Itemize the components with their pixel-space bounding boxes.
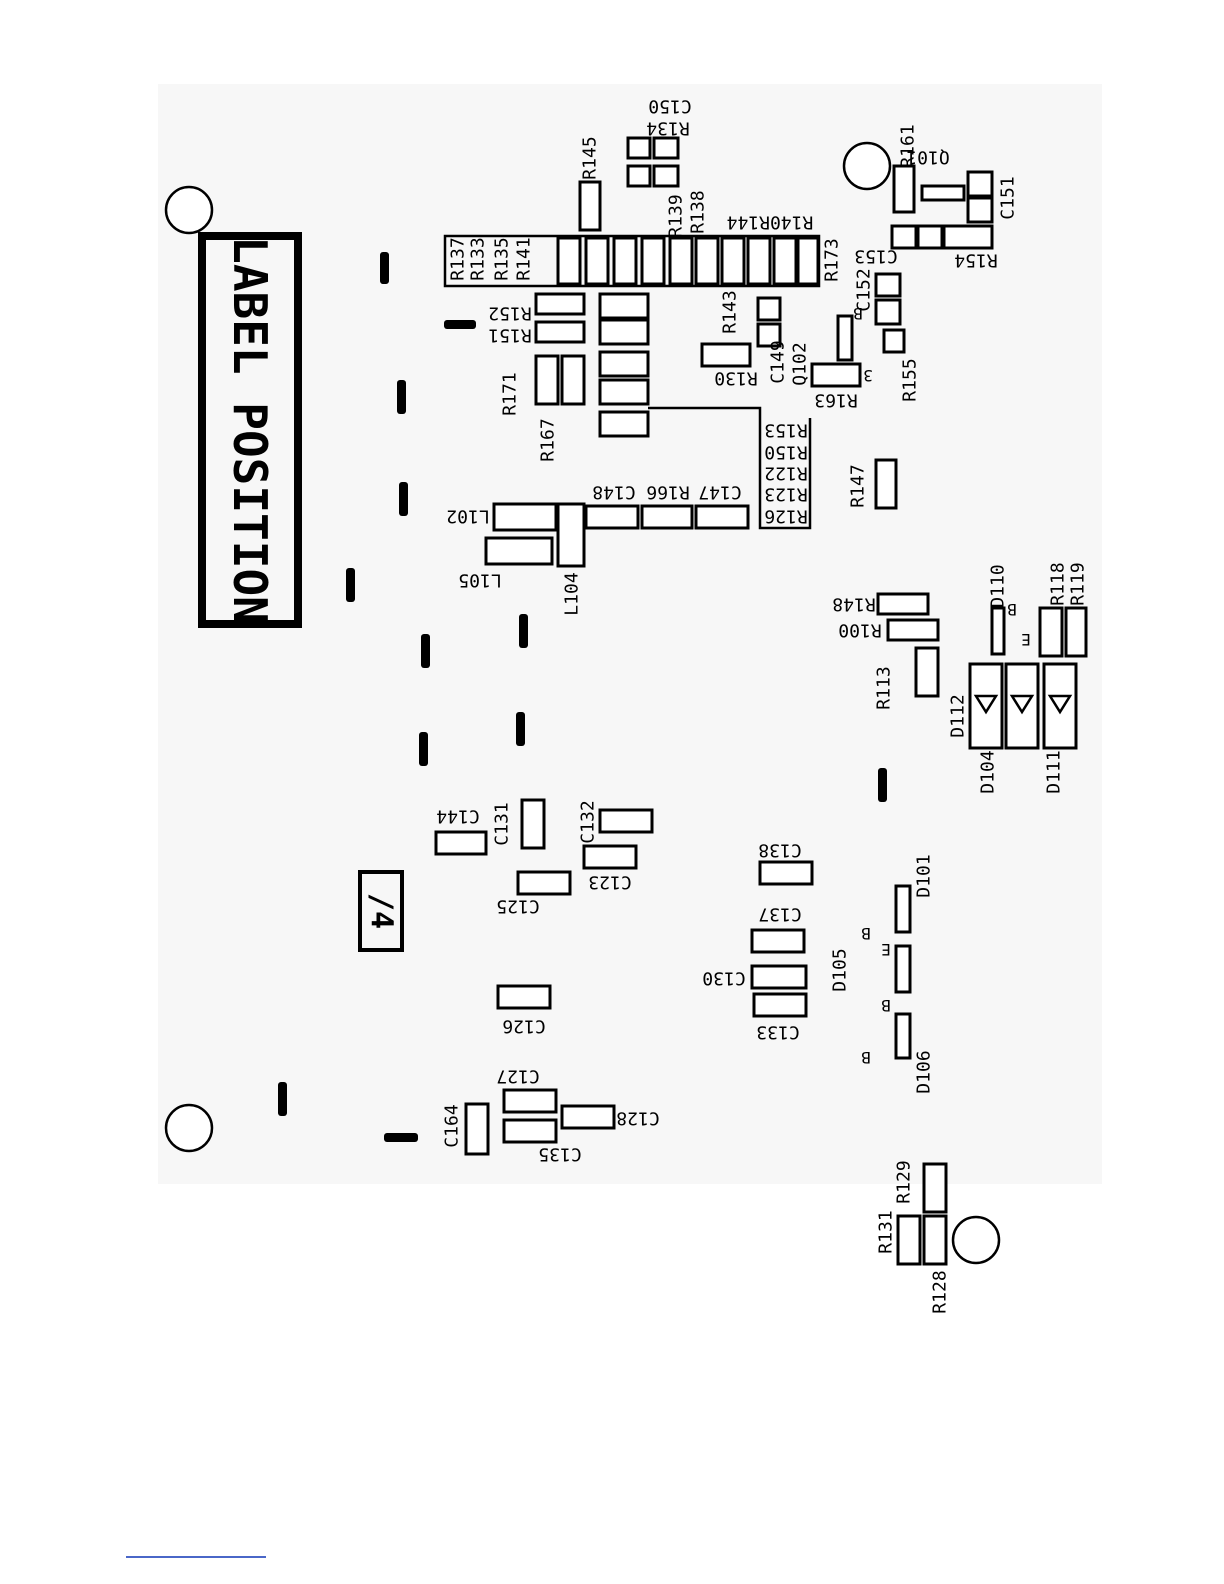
center-stack bbox=[598, 292, 812, 530]
component-pads bbox=[434, 136, 1088, 1266]
ref-designator: R154 bbox=[954, 250, 997, 271]
ref-designator: Q101 bbox=[906, 147, 949, 168]
mounting-hole bbox=[164, 185, 214, 235]
ref-designator: D106 bbox=[914, 1050, 935, 1093]
ref-designator: R153 bbox=[764, 420, 807, 441]
ref-designator: C152 bbox=[854, 268, 875, 311]
ref-designator: L104 bbox=[562, 572, 583, 615]
ref-designator: C151 bbox=[998, 176, 1019, 219]
pin-letter: B bbox=[853, 304, 863, 323]
ref-designator: C127 bbox=[496, 1066, 539, 1087]
mounting-hole bbox=[842, 141, 892, 191]
ref-designator: C133 bbox=[756, 1022, 799, 1043]
ref-designator: C132 bbox=[578, 800, 599, 843]
ref-designator: R173 bbox=[822, 238, 843, 281]
ref-designator: R137 bbox=[448, 237, 469, 280]
ref-designator: R143 bbox=[720, 290, 741, 333]
ref-designator: R119 bbox=[1068, 562, 1089, 605]
ref-designator: C135 bbox=[538, 1144, 581, 1165]
mounting-hole bbox=[164, 1103, 214, 1153]
ref-designator: R139 bbox=[666, 194, 687, 237]
ref-designator: R141 bbox=[514, 237, 535, 280]
ref-designator: R138 bbox=[688, 190, 709, 233]
ref-designator: C144 bbox=[436, 806, 479, 827]
ref-designator: R133 bbox=[468, 237, 489, 280]
ref-designator: D110 bbox=[988, 564, 1009, 607]
ref-designator: C148 bbox=[592, 482, 635, 503]
ref-designator: D105 bbox=[830, 948, 851, 991]
ref-designator: C128 bbox=[616, 1108, 659, 1129]
ref-designator: R126 bbox=[764, 506, 807, 527]
ref-designator: L102 bbox=[446, 506, 489, 527]
marker-box bbox=[358, 870, 404, 952]
pin-letter: E bbox=[881, 940, 891, 959]
label-position-box bbox=[198, 232, 302, 628]
ref-designator: R163 bbox=[814, 390, 857, 411]
ref-designator: R113 bbox=[874, 666, 895, 709]
ref-designator: R131 bbox=[876, 1210, 897, 1253]
ref-designator: R123 bbox=[764, 484, 807, 505]
ref-designator: C123 bbox=[588, 872, 631, 893]
ref-designator: R148 bbox=[832, 594, 875, 615]
ref-designator: R122 bbox=[764, 463, 807, 484]
ref-designator: C150 bbox=[648, 96, 691, 117]
ref-designator: C147 bbox=[698, 482, 741, 503]
mounting-hole bbox=[951, 1215, 1001, 1265]
ref-designator: C126 bbox=[502, 1016, 545, 1037]
diode-symbols bbox=[973, 694, 1073, 715]
pin-letter: 3 bbox=[863, 366, 873, 385]
ref-designator: C164 bbox=[442, 1104, 463, 1147]
ref-designator: R118 bbox=[1048, 562, 1069, 605]
ref-designator: R166 bbox=[646, 482, 689, 503]
ref-designator: R130 bbox=[714, 368, 757, 389]
ref-designator: R151 bbox=[488, 325, 531, 346]
ref-designator: R129 bbox=[894, 1160, 915, 1203]
ref-designator: R145 bbox=[580, 136, 601, 179]
ref-designator: C149 bbox=[768, 340, 789, 383]
ref-designator: R128 bbox=[930, 1270, 951, 1313]
pin-letter: B bbox=[861, 924, 871, 943]
ref-designator: R140R144 bbox=[727, 212, 814, 233]
pin-letter: B bbox=[1007, 600, 1017, 619]
ref-designator: D101 bbox=[914, 854, 935, 897]
ref-designator: R150 bbox=[764, 442, 807, 463]
ref-designator: D112 bbox=[948, 694, 969, 737]
ref-designator: R171 bbox=[500, 372, 521, 415]
ref-designator: R147 bbox=[848, 464, 869, 507]
ref-designator: C125 bbox=[496, 896, 539, 917]
pin-letter: B bbox=[861, 1048, 871, 1067]
ref-designator: C130 bbox=[702, 968, 745, 989]
ref-designator: R161 bbox=[898, 124, 919, 167]
ref-designator: C153 bbox=[854, 246, 897, 267]
label-position-text: LABEL POSITION bbox=[223, 236, 277, 624]
ref-designator: C131 bbox=[492, 802, 513, 845]
ref-designator: D111 bbox=[1044, 750, 1065, 793]
ref-designator: Q102 bbox=[790, 342, 811, 385]
ref-designator: C138 bbox=[758, 840, 801, 861]
footer-rule bbox=[126, 1556, 266, 1558]
pin-letters: B 3 B E B E B B bbox=[853, 304, 1031, 1067]
test-pads bbox=[278, 252, 887, 1142]
ref-designator: R167 bbox=[538, 418, 559, 461]
resistor-bank-pads bbox=[556, 236, 820, 286]
ref-designator: R100 bbox=[838, 620, 881, 641]
pin-letter: E bbox=[1021, 630, 1031, 649]
marker-text: /4 bbox=[364, 893, 399, 929]
ref-designator: D104 bbox=[978, 750, 999, 793]
ref-designator: R135 bbox=[492, 237, 513, 280]
pin-letter: B bbox=[881, 996, 891, 1015]
ref-designator: R155 bbox=[900, 358, 921, 401]
ref-designator: R152 bbox=[488, 303, 531, 324]
ref-designator: C137 bbox=[758, 904, 801, 925]
ref-designator: R134 bbox=[646, 118, 689, 139]
ref-designator: L105 bbox=[458, 570, 501, 591]
